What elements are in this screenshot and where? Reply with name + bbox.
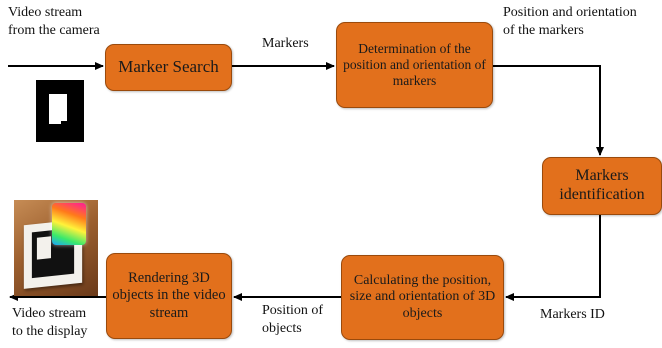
rendered-cube-object bbox=[52, 203, 86, 245]
calculating-text: Calculating the position, size and orien… bbox=[349, 272, 496, 321]
marker-search-box: Marker Search bbox=[105, 44, 232, 91]
output-label: Video stream to the display bbox=[12, 306, 88, 340]
identification-box: Markers identification bbox=[542, 157, 662, 215]
input-label: Video stream from the camera bbox=[8, 5, 100, 39]
photo-marker-hole bbox=[36, 236, 51, 260]
markers-label: Markers bbox=[262, 36, 309, 51]
markers-id-label: Markers ID bbox=[540, 307, 605, 322]
arrow-determination-to-identification bbox=[493, 65, 604, 156]
rendering-box: Rendering 3D objects in the video stream bbox=[106, 253, 232, 339]
ar-result-photo bbox=[14, 200, 98, 296]
marker-pattern-image bbox=[36, 80, 84, 142]
marker-search-text: Marker Search bbox=[118, 57, 219, 77]
determination-text: Determination of the position and orient… bbox=[343, 41, 486, 88]
rendering-text: Rendering 3D objects in the video stream bbox=[112, 270, 226, 321]
determination-box: Determination of the position and orient… bbox=[336, 22, 493, 108]
position-orientation-label: Position and orientation of the markers bbox=[503, 5, 637, 39]
marker-pattern-notch bbox=[61, 121, 67, 126]
calculating-box: Calculating the position, size and orien… bbox=[341, 255, 504, 340]
arrow-identification-to-calculating bbox=[505, 215, 601, 301]
identification-text: Markers identification bbox=[559, 167, 645, 203]
marker-pattern-inner bbox=[49, 94, 67, 124]
position-objects-label: Position of objects bbox=[262, 303, 324, 337]
